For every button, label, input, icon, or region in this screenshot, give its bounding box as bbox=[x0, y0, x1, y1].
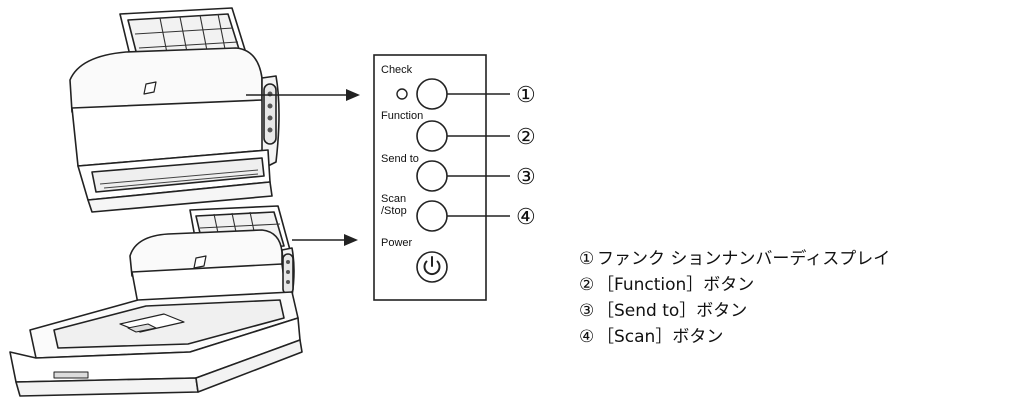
operator-panel: Check Function Send to Scan /Stop Power bbox=[373, 54, 487, 301]
check-label: Check bbox=[381, 64, 413, 76]
power-button[interactable] bbox=[416, 251, 448, 283]
function-label: Function bbox=[381, 110, 423, 122]
function-number-display-button[interactable] bbox=[416, 78, 448, 110]
check-indicator-led bbox=[396, 88, 408, 100]
power-label: Power bbox=[381, 237, 413, 249]
function-button[interactable] bbox=[416, 120, 448, 152]
legend-item: ②［Function］ボタン bbox=[579, 272, 890, 298]
callout-4: ④ bbox=[516, 204, 536, 229]
callout-2: ② bbox=[516, 124, 536, 149]
scan-stop-label-line1: Scan bbox=[381, 193, 406, 205]
scan-stop-label-line2: /Stop bbox=[381, 205, 407, 217]
legend-item: ④［Scan］ボタン bbox=[579, 324, 890, 350]
legend-item: ③［Send to］ボタン bbox=[579, 298, 890, 324]
legend-text: ［Function］ボタン bbox=[597, 275, 755, 295]
legend-number: ④ bbox=[579, 327, 595, 347]
callout-1: ① bbox=[516, 82, 536, 107]
power-icon bbox=[423, 256, 441, 276]
scan-stop-button[interactable] bbox=[416, 200, 448, 232]
lower-scanner-illustration bbox=[9, 205, 303, 397]
legend-number: ③ bbox=[579, 301, 595, 321]
legend-text: ［Send to］ボタン bbox=[597, 301, 748, 321]
callout-3: ③ bbox=[516, 164, 536, 189]
arrow-lower bbox=[292, 234, 358, 246]
send-to-button[interactable] bbox=[416, 160, 448, 192]
arrow-upper bbox=[246, 89, 360, 101]
send-to-label: Send to bbox=[381, 153, 419, 165]
legend-text: ファンク ションナンバーディスプレイ bbox=[597, 249, 891, 269]
legend-text: ［Scan］ボタン bbox=[597, 327, 724, 347]
legend-number: ② bbox=[579, 275, 595, 295]
legend-number: ① bbox=[579, 249, 595, 269]
upper-scanner-illustration bbox=[69, 7, 280, 213]
